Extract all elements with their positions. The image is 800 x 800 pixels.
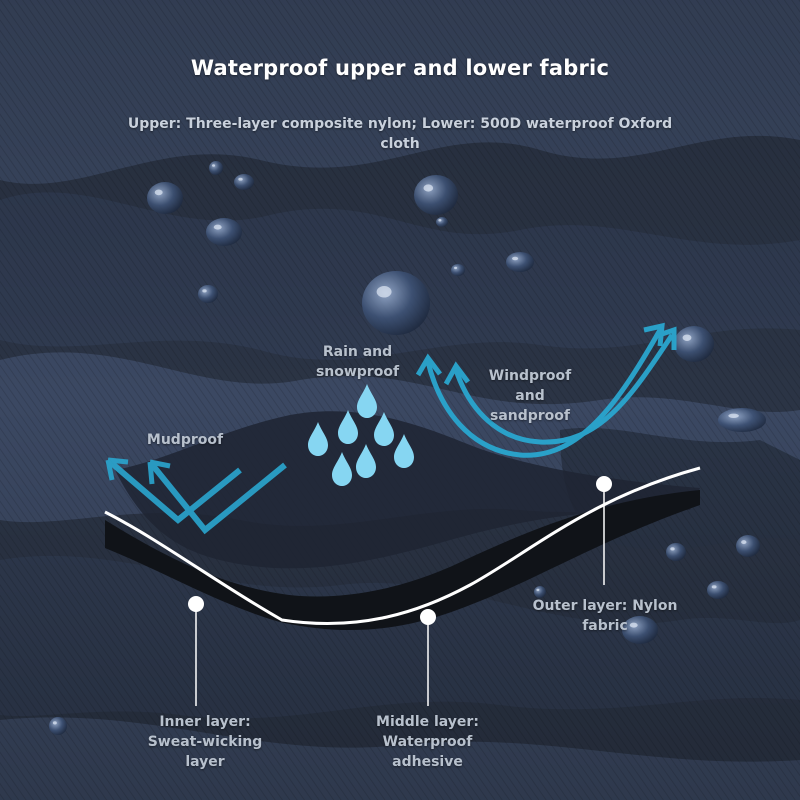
water-droplet-icon: [308, 422, 328, 456]
inner-marker: [188, 596, 204, 612]
water-beads: [49, 161, 766, 735]
water-bead-highlight: [741, 540, 747, 545]
rain-label-line-1: Rain and: [322, 344, 393, 360]
water-bead-highlight: [711, 585, 717, 589]
water-bead-highlight: [212, 164, 216, 167]
water-bead: [674, 326, 714, 362]
mudproof-label: Mudproof: [130, 430, 240, 450]
fabric-layers-diagram: [104, 466, 701, 631]
water-droplet-icon: [332, 452, 352, 486]
water-bead: [49, 717, 67, 735]
water-bead-highlight: [670, 547, 675, 551]
outer-label-line-2: fabric: [582, 618, 628, 634]
middle-label-line-3: adhesive: [392, 754, 463, 770]
water-droplet-icon: [357, 384, 377, 418]
page-title: Waterproof upper and lower fabric: [190, 56, 610, 80]
water-bead-highlight: [202, 289, 207, 293]
water-bead: [622, 616, 658, 644]
middle-layer-band: [105, 490, 700, 631]
subtitle-line-2: cloth: [380, 136, 420, 152]
raindrop-cluster: [308, 384, 414, 486]
water-bead: [234, 174, 254, 190]
water-bead-highlight: [423, 184, 434, 192]
water-bead: [414, 175, 458, 215]
water-bead-highlight: [376, 286, 392, 298]
inner-label-line-1: Inner layer:: [159, 714, 251, 730]
middle-label-line-2: Waterproof: [382, 734, 473, 750]
water-droplet-icon: [356, 444, 376, 478]
layer-markers: [188, 476, 612, 625]
water-droplet-icon: [338, 410, 358, 444]
water-droplet-icon: [394, 434, 414, 468]
water-bead-highlight: [438, 219, 442, 222]
inner-fabric-shape: [115, 411, 700, 569]
outer-layer-label: Outer layer: Nylon fabric: [520, 596, 690, 636]
leader-lines: [195, 484, 605, 706]
wind-label-line-2: and: [515, 388, 545, 404]
water-bead: [362, 271, 430, 335]
water-bead: [209, 161, 223, 175]
inner-label-line-3: layer: [185, 754, 225, 770]
water-bead: [436, 217, 448, 227]
water-bead-highlight: [536, 588, 540, 592]
wind-label-line-1: Windproof: [488, 368, 572, 384]
water-bead: [666, 543, 686, 561]
water-bead: [506, 252, 534, 272]
water-bead: [736, 535, 760, 557]
inner-label-line-2: Sweat-wicking: [147, 734, 263, 750]
water-bead-highlight: [213, 224, 222, 230]
wind-label-line-3: sandproof: [489, 408, 571, 424]
windproof-label: Windproof and sandproof: [470, 366, 590, 426]
water-bead-highlight: [728, 413, 739, 418]
middle-layer-label: Middle layer: Waterproof adhesive: [355, 712, 500, 772]
water-bead: [718, 408, 766, 432]
subtitle-line-1: Upper: Three-layer composite nylon; Lowe…: [127, 116, 673, 132]
water-bead-highlight: [682, 334, 692, 341]
inner-layer-label: Inner layer: Sweat-wicking layer: [125, 712, 285, 772]
water-bead-highlight: [629, 622, 638, 628]
water-bead-highlight: [52, 721, 57, 725]
water-bead: [147, 182, 183, 214]
rain-snowproof-label: Rain and snowproof: [300, 342, 415, 382]
water-bead: [206, 218, 242, 246]
water-bead: [707, 581, 729, 599]
outer-label-line-1: Outer layer: Nylon: [532, 598, 678, 614]
water-bead-highlight: [154, 189, 163, 196]
middle-marker: [420, 609, 436, 625]
water-bead-highlight: [512, 256, 519, 261]
water-droplet-icon: [374, 412, 394, 446]
subtitle: Upper: Three-layer composite nylon; Lowe…: [100, 114, 700, 154]
rain-label-line-2: snowproof: [315, 364, 400, 380]
mud-label-line-1: Mudproof: [146, 432, 224, 448]
water-bead: [451, 264, 465, 276]
middle-label-line-1: Middle layer:: [376, 714, 479, 730]
water-bead: [198, 285, 218, 303]
water-bead-highlight: [454, 266, 458, 270]
water-bead-highlight: [238, 177, 243, 181]
outer-layer-line: [104, 466, 701, 626]
wind-arrow-icon: [415, 322, 677, 458]
outer-marker: [596, 476, 612, 492]
mud-arrow-icon: [105, 457, 287, 535]
